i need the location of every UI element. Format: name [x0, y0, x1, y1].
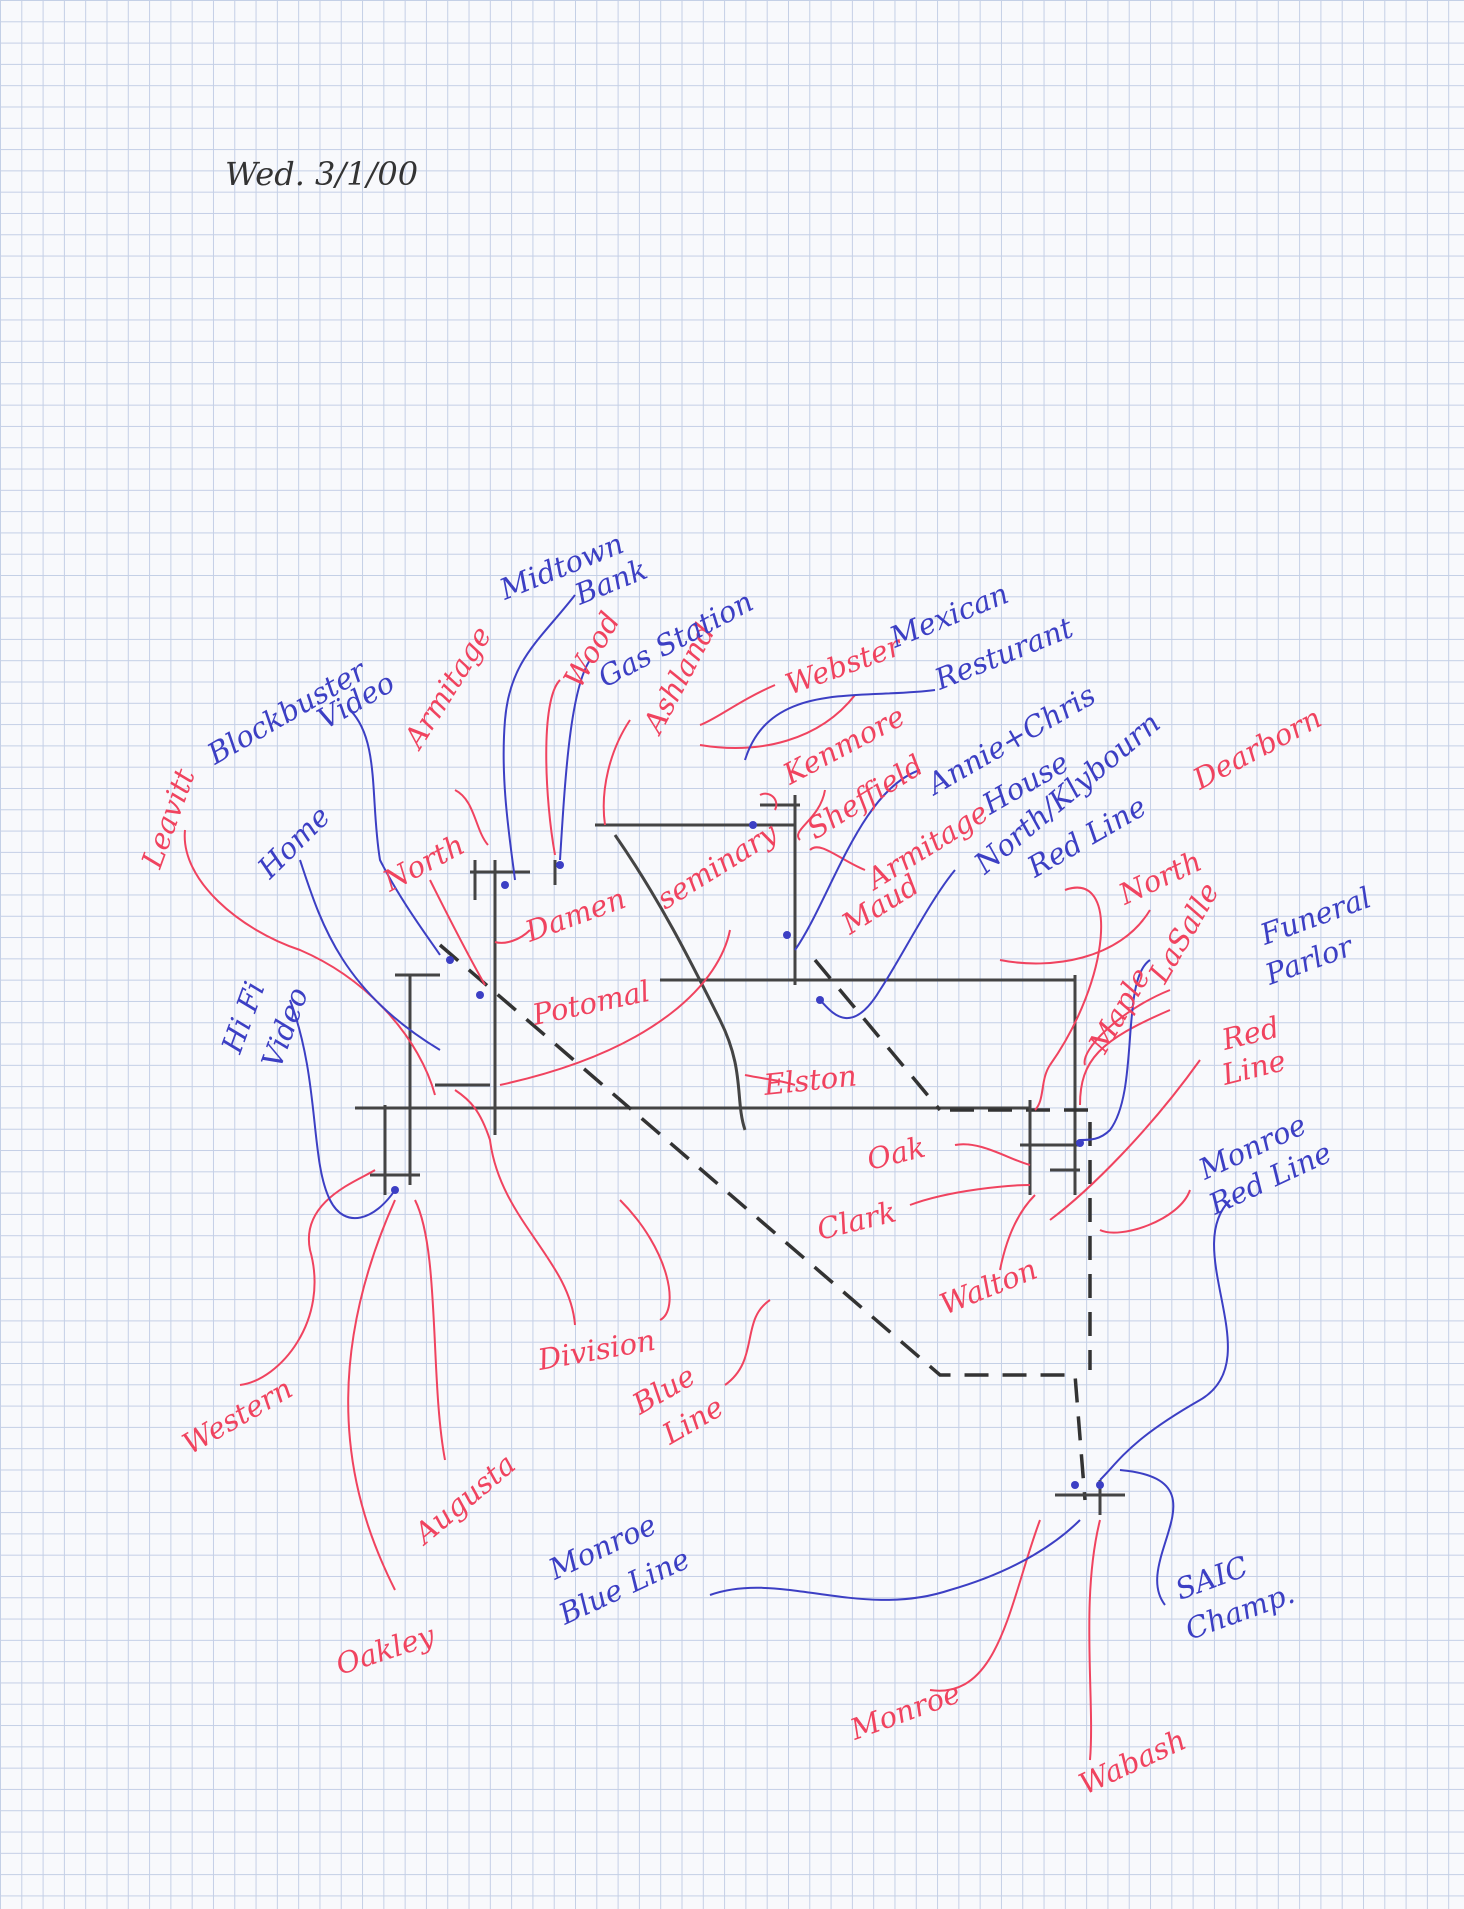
blue-leaders: [289, 594, 1231, 1606]
street-labels: Leavitt Armitage Wood Ashland Webster Ke…: [134, 606, 1327, 1801]
label-leavitt: Leavitt: [134, 764, 202, 873]
blue-line-track: [438, 943, 1087, 1501]
date-label: Wed. 3/1/00: [225, 155, 418, 193]
label-armitage-2: Armitage: [858, 795, 994, 898]
label-walton: Walton: [935, 1252, 1042, 1322]
red-line-track-south: [950, 1108, 1092, 1370]
label-augusta: Augusta: [405, 1447, 522, 1553]
label-armitage: Armitage: [396, 620, 499, 756]
label-webster: Webster: [781, 628, 908, 702]
label-monroe: Monroe: [845, 1676, 965, 1747]
label-clark: Clark: [813, 1194, 899, 1246]
label-division: Division: [534, 1323, 658, 1377]
location-dots: [391, 821, 1104, 1489]
intersection-markers: [370, 803, 1125, 1515]
label-western: Western: [177, 1371, 299, 1461]
transit-lines: [438, 943, 1092, 1501]
label-potomac: Potomal: [528, 974, 652, 1032]
label-damen: Damen: [520, 881, 630, 949]
label-seminary: seminary: [651, 815, 784, 916]
label-home: Home: [250, 799, 337, 886]
label-elston: Elston: [761, 1058, 858, 1102]
red-leaders: [183, 679, 1201, 1761]
elston-street: [613, 834, 747, 1131]
label-oakley: Oakley: [332, 1618, 440, 1682]
street-grid: [355, 795, 1077, 1195]
red-line-track-north: [813, 958, 942, 1112]
label-north: North: [376, 827, 470, 898]
label-oak: Oak: [863, 1130, 928, 1177]
label-dearborn: Dearborn: [1186, 700, 1327, 796]
